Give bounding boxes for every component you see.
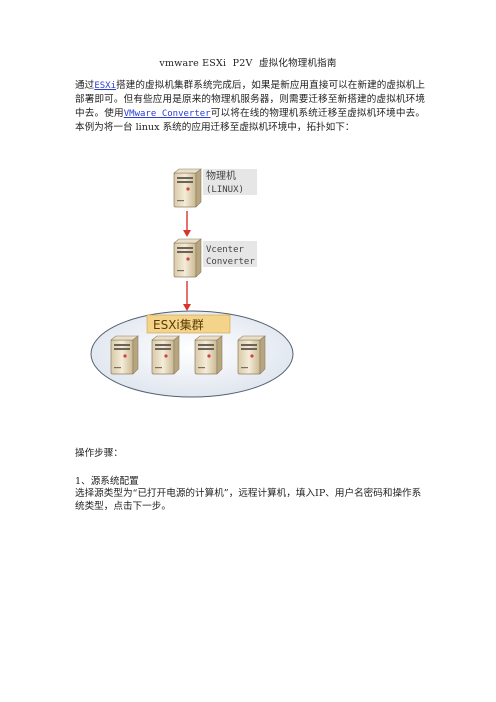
cluster-server-icon (110, 335, 139, 375)
converter-label-box (203, 241, 257, 267)
esxi-cluster: ESXi集群 (90, 310, 294, 398)
intro-text-2: 搭建的虚拟机集群系统完成后，如果是新应用直接可以在新建的虚拟机上部署即可。但有些… (75, 80, 425, 119)
converter-label-line1: Vcenter (206, 245, 245, 255)
cluster-server-icon (237, 335, 266, 375)
intro-paragraph: 通过ESXi搭建的虚拟机集群系统完成后，如果是新应用直接可以在新建的虚拟机上部署… (75, 79, 425, 135)
arrow-head-1 (183, 230, 191, 237)
steps-heading: 操作步骤： (75, 448, 123, 459)
arrow-head-2 (183, 304, 191, 311)
cluster-ellipse (90, 310, 294, 398)
physical-label-line2: (LINUX) (206, 185, 244, 195)
intro-text-1: 通过 (75, 80, 95, 91)
step1-body: 选择源类型为“已打开电源的计算机”，远程计算机，填入IP、用户名密码和操作系统类… (75, 488, 422, 513)
intro-text-3: 可以将在线的物理机系统迁移至虚拟机环境中去。本例为将一台 linux 系统的应用… (75, 107, 426, 134)
document-title: vmware ESXi P2V 虚拟化物理机指南 (159, 58, 337, 69)
cluster-server-icon (151, 335, 180, 375)
esxi-link[interactable]: ESXi (94, 81, 116, 91)
vmware-converter-link[interactable]: VMware Converter (123, 108, 211, 119)
server-icon (173, 168, 202, 208)
server-icon (173, 238, 202, 278)
physical-machine-node: 物理机 (LINUX) (173, 168, 257, 208)
cluster-label: ESXi集群 (153, 317, 204, 332)
physical-label-line1: 物理机 (206, 169, 236, 182)
physical-label-box (203, 169, 257, 195)
cluster-server-icon (194, 335, 223, 375)
cluster-label-box (146, 314, 231, 334)
converter-label-line2: Converter (206, 257, 255, 267)
step1-heading: 1、源系统配置 (75, 476, 139, 487)
converter-node: Vcenter Converter (173, 238, 257, 278)
